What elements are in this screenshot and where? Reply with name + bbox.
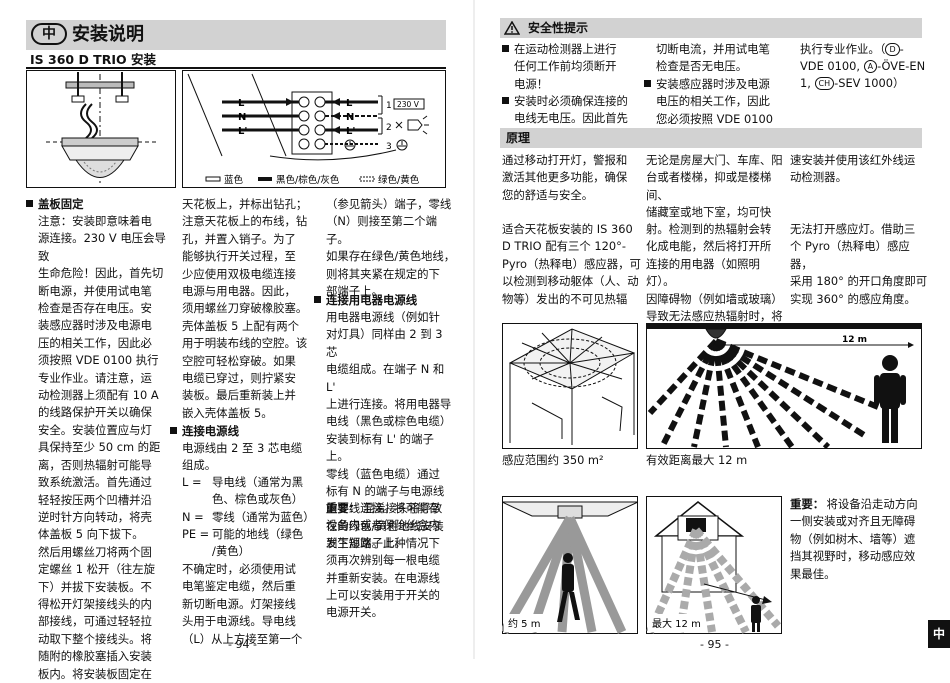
ground-icon-marker	[396, 139, 408, 151]
right-important-body: 将设备沿走动方向 一侧安装或对齐且无障碍 物（例如树木、墙等）遮 挡其视野时，移…	[790, 497, 918, 581]
terminal-label-left-l: L	[238, 98, 245, 109]
safety-item-1-text: 在运动检测器上进行 任何工作前均须断开 电源！	[514, 42, 617, 91]
terminal-label-right-l: L	[346, 98, 353, 109]
col3-body-mid: 用电器电源线（例如针 对灯具）同样由 2 到 3 芯 电缆组成。在端子 N 和 …	[326, 310, 452, 551]
page-title: 安装说明	[72, 24, 144, 45]
legend-black-brown-grey: 黑色/棕色/灰色	[276, 174, 340, 186]
def-pe-desc: 可能的地线（绿色 /黄色）	[212, 527, 304, 559]
col2-heading: 连接电源线	[170, 423, 239, 440]
col1-body: 注意：安装即意味着电 源连接。230 V 电压会导致 生命危险！因此，首先切 断…	[38, 214, 166, 681]
lamp-icon	[395, 115, 429, 135]
img2-caption: 有效距离最大 12 m	[646, 453, 748, 467]
safety-item-3-text: 安装感应器时涉及电源 电压的相关工作，因此 您必须按照 VDE 0100	[656, 77, 773, 126]
page-number-right: - 95 -	[700, 638, 729, 651]
legend-swatch-green-yellow	[359, 176, 375, 182]
safety-header-bar	[500, 18, 922, 38]
right-page: 安全性提示 在运动检测器上进行 任何工作前均须断开 电源！ 安装时必须确保连接的…	[478, 0, 950, 659]
warning-icon	[504, 21, 520, 35]
page-number-left: - 94 -	[228, 638, 257, 651]
coverage-area-illustration	[502, 323, 638, 449]
safety-item-2	[502, 93, 514, 110]
img3-distance-label: 约 5 m	[508, 617, 540, 630]
legend-green-yellow: 绿色/黄色	[378, 174, 420, 186]
principle-p1-col2: 无论是房屋大门、车库、阳 台或者楼梯，抑或是楼梯间、 储藏室或地下室，均可快	[646, 153, 783, 220]
safety-item-1	[502, 41, 514, 58]
marker-3: 3	[386, 142, 392, 152]
col3-important-body: 混淆接头将导致 设备内或者保险丝盒内 发生短路。此种情况下 须再次辨别每一根电缆…	[326, 501, 443, 620]
page-gutter	[473, 0, 475, 659]
safety-item-2-text: 安装时必须确保连接的 电线无电压。因此首先	[514, 94, 628, 126]
col3-heading: 连接用电器电源线	[314, 292, 417, 309]
marker-2: 2	[386, 123, 392, 133]
def-n-term: N =	[182, 510, 204, 524]
terminal-label-left-n: N	[238, 112, 246, 123]
principle-p1-col3: 速安装并使用该红外线运 动检测器。	[790, 153, 916, 185]
side-language-tab: 中	[928, 620, 950, 648]
col2-body-bottom: 不确定时，必须使用试 电笔鉴定电缆，然后重 新切断电源。灯架接线 头用于电源线。…	[182, 562, 303, 646]
def-n-desc: 零线（通常为蓝色）	[212, 510, 315, 524]
walking-across-illustration: 最大 12 m	[646, 496, 782, 634]
device-mounting-illustration	[26, 70, 176, 188]
principle-title: 原理	[506, 131, 531, 145]
col3-important-label: 重要：	[326, 501, 361, 515]
img2-distance-label: 12 m	[842, 335, 867, 345]
legend-blue: 蓝色	[224, 174, 244, 186]
legend-swatch-blue	[205, 176, 221, 182]
col2-body-top: 天花板上，并标出钻孔； 注意天花板上的布线，钻 孔，并置入销子。为了 能够执行开…	[182, 197, 308, 420]
safety-col3-line3: 1, CH-SEV 1000）	[800, 76, 905, 90]
col2-body-mid: 电源线由 2 至 3 芯电缆 组成。	[182, 441, 303, 473]
img1-caption: 感应范围约 350 m²	[502, 453, 604, 467]
principle-p1-col1: 通过移动打开灯，警报和 激活其他更多功能，确保 您的舒适与安全。	[502, 153, 628, 202]
title-bar	[26, 20, 446, 50]
safety-title: 安全性提示	[528, 21, 589, 35]
walking-toward-illustration: 约 5 m	[502, 496, 638, 634]
safety-col3-line2: VDE 0100, A-ÖVE-EN	[800, 59, 926, 73]
voltage-label: 230 V	[397, 100, 420, 109]
person-icon-walking	[557, 553, 580, 622]
terminal-label-right-n: N	[346, 112, 354, 123]
terminal-label-right-lprime: L'	[346, 126, 355, 137]
country-badge-a: A	[863, 60, 878, 73]
marker-1: 1	[386, 101, 392, 111]
legend-swatch-black	[258, 177, 272, 181]
wiring-diagram: L N L' L N L' 1 230 V 2 3	[182, 70, 446, 188]
ground-icon	[344, 139, 356, 151]
person-icon-crossing	[751, 596, 761, 632]
col1-heading: 盖板固定	[26, 196, 84, 213]
language-badge: 中	[31, 23, 67, 45]
terminal-label-left-lprime: L'	[238, 126, 247, 137]
def-l-desc: 导电线（通常为黑 色、棕色或灰色）	[212, 475, 304, 507]
section-subtitle: IS 360 D TRIO 安装	[30, 52, 156, 67]
detection-distance-illustration: 12 m	[646, 323, 922, 449]
principle-p2-col3: 无法打开感应灯。借助三 个 Pyro（热释电）感应器， 采用 180° 的开口角…	[790, 222, 928, 306]
subtitle-underline	[26, 67, 446, 69]
def-l-term: L =	[182, 475, 202, 489]
safety-col3-line1: 执行专业作业。（D-	[800, 42, 904, 56]
principle-p2-col2: 射。检测到的热辐射会转 化成电能，然后将打开所 连接的用电器（如照明灯）。 因障…	[646, 222, 783, 324]
right-important-label: 重要：	[790, 497, 825, 511]
safety-col2-text: 切断电流，并用试电笔 检查是否无电压。	[656, 42, 770, 74]
principle-header-bar	[500, 128, 922, 148]
safety-item-3	[644, 76, 656, 93]
img4-distance-label: 最大 12 m	[652, 617, 701, 630]
country-badge-ch: CH	[814, 77, 835, 90]
country-badge-d: D	[885, 43, 900, 56]
person-icon	[874, 355, 906, 443]
left-page: 中 安装说明 IS 360 D TRIO 安装	[0, 0, 472, 681]
col3-body-top: （参见箭头）端子，零线 （N）则接至第二个端子。 如果存在绿色/黄色地线， 则将…	[326, 197, 456, 299]
def-pe-term: PE =	[182, 527, 210, 541]
principle-p2-col1: 适合天花板安装的 IS 360 D TRIO 配有三个 120°- Pyro（热…	[502, 222, 641, 306]
